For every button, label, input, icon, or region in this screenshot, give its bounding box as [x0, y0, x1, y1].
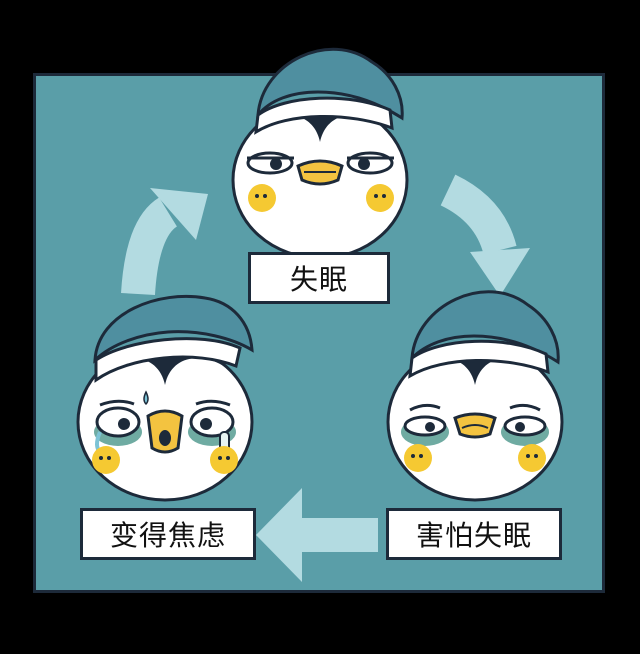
label-insomnia: 失眠 [248, 252, 390, 304]
penguin-sleepy-icon [231, 47, 409, 260]
penguin-crying-icon [76, 294, 254, 502]
label-fear-of-insomnia: 害怕失眠 [386, 508, 562, 560]
arrow-bottom [256, 488, 378, 582]
arrow-top-left [121, 188, 208, 296]
label-become-anxious: 变得焦虑 [80, 508, 256, 560]
arrow-top-right [440, 174, 530, 296]
penguin-worried-icon [386, 290, 564, 502]
